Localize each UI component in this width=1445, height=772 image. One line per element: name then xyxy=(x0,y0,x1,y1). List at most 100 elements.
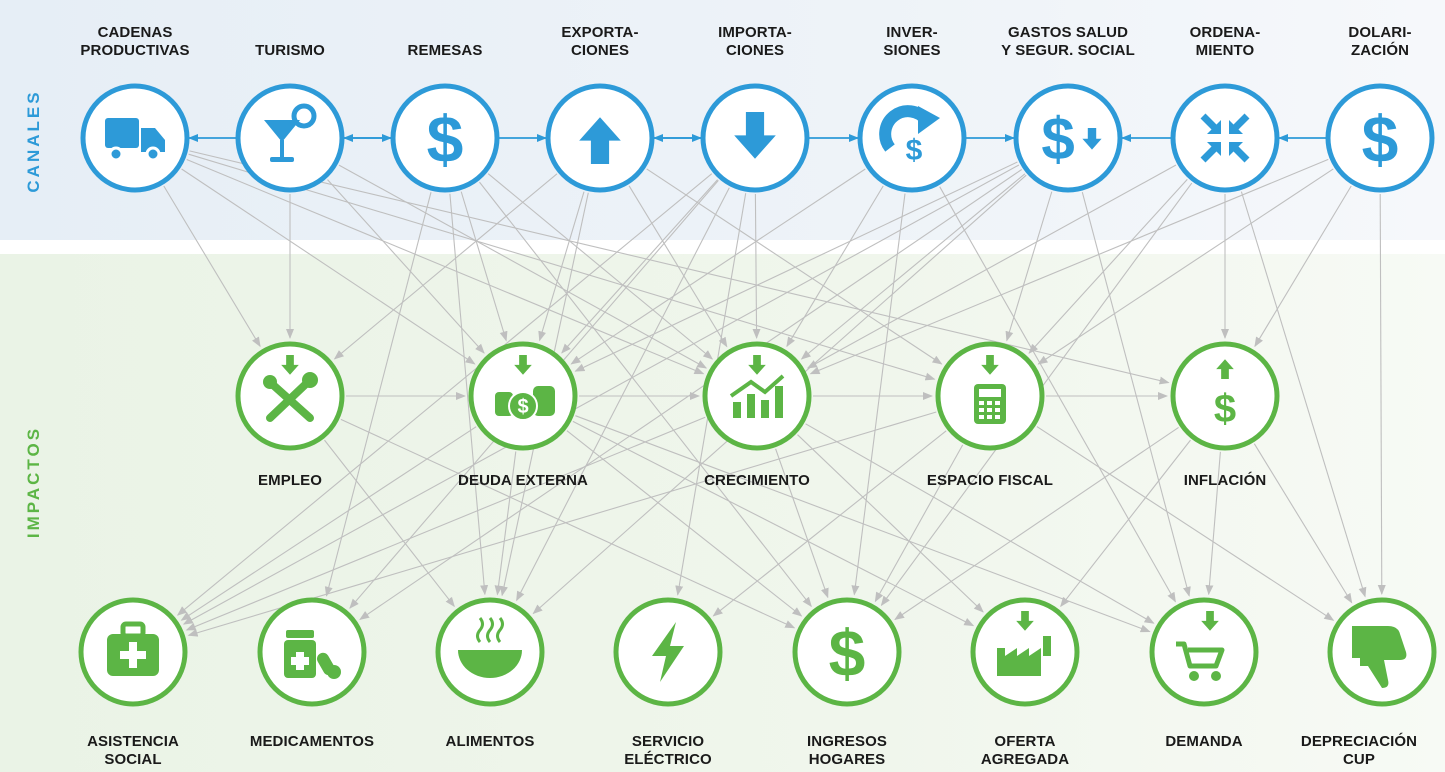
node-depreciacion xyxy=(1327,597,1437,707)
node-cadenas xyxy=(80,83,190,193)
link-exportaciones-to-fiscal xyxy=(646,168,943,365)
svg-text:$: $ xyxy=(1041,106,1074,173)
node-circle-dolarizacion xyxy=(1325,83,1435,193)
cocktail-icon xyxy=(264,103,317,162)
link-inflacion-to-depreciacion xyxy=(1253,443,1353,604)
link-fiscal-to-electrico xyxy=(712,430,947,617)
node-circle-crecimiento xyxy=(702,341,812,451)
label-crecimiento: CRECIMIENTO xyxy=(704,472,810,489)
link-inversiones-to-demanda xyxy=(939,186,1176,603)
links-layer xyxy=(163,134,1386,637)
link-ordenamiento-to-depreciacion xyxy=(1240,191,1367,598)
svg-text:$: $ xyxy=(829,616,866,690)
label-inversiones: INVER- SIONES xyxy=(883,24,941,59)
link-deuda-to-ingresos xyxy=(566,430,803,617)
link-exportaciones-to-crecimiento xyxy=(628,185,728,348)
node-dolarizacion: $ xyxy=(1325,83,1435,193)
svg-text:$: $ xyxy=(906,134,923,167)
node-circle-ingresos xyxy=(792,597,902,707)
label-gastos: GASTOS SALUD Y SEGUR. SOCIAL xyxy=(1001,24,1135,59)
link-fiscal-to-depreciacion xyxy=(1036,426,1335,621)
node-electrico xyxy=(613,597,723,707)
link-importaciones-to-crecimiento xyxy=(752,193,761,339)
node-inversiones: $ xyxy=(857,83,967,193)
link-crecimiento-to-demanda xyxy=(805,423,1155,624)
link-exportaciones-to-empleo xyxy=(333,173,558,360)
label-demanda: DEMANDA xyxy=(1165,733,1243,750)
link-turismo-to-deuda xyxy=(327,179,485,354)
bowl-icon xyxy=(458,617,522,678)
link-gastos-to-deuda xyxy=(574,161,1018,372)
dollar-icon: $ xyxy=(1362,102,1399,176)
label-importaciones: IMPORTA- CIONES xyxy=(718,24,792,59)
link-importaciones-to-deuda xyxy=(561,179,719,354)
label-deuda: DEUDA EXTERNA xyxy=(458,472,588,489)
link-gastos-to-fiscal xyxy=(1005,191,1053,342)
link-importaciones-to-alimentos xyxy=(516,187,730,602)
dollar-down-icon: $ xyxy=(1041,106,1102,173)
node-gastos: $ xyxy=(1013,83,1123,193)
link-dolarizacion-to-depreciacion xyxy=(1377,193,1386,595)
link-cadenas-to-empleo xyxy=(163,185,261,348)
node-importaciones xyxy=(700,83,810,193)
label-alimentos: ALIMENTOS xyxy=(445,733,535,750)
link-deuda-to-demanda xyxy=(575,415,1151,633)
nodes-layer: $ $ $ $ $ $ $ xyxy=(78,83,1437,707)
pills-icon xyxy=(284,630,341,679)
node-circle-inflacion xyxy=(1170,341,1280,451)
node-crecimiento xyxy=(702,341,812,451)
node-circle-ordenamiento xyxy=(1170,83,1280,193)
link-inflacion-to-demanda xyxy=(1205,451,1221,596)
link-inversiones-to-deuda xyxy=(570,168,866,365)
link-inversiones-to-ingresos xyxy=(851,193,906,596)
label-dolarizacion: DOLARI- ZACIÓN xyxy=(1348,24,1412,59)
node-ordenamiento xyxy=(1170,83,1280,193)
link-cadenas-to-inflacion xyxy=(189,150,1170,385)
dollar-icon: $ xyxy=(427,102,464,176)
link-gastos-to-medicamentos xyxy=(359,169,1023,620)
node-exportaciones xyxy=(545,83,655,193)
node-alimentos xyxy=(435,597,545,707)
link-deuda-to-asistencia xyxy=(180,426,477,621)
node-medicamentos xyxy=(257,597,367,707)
lightning-icon xyxy=(652,622,684,682)
link-gastos-to-demanda xyxy=(1081,191,1191,597)
node-remesas: $ xyxy=(390,83,500,193)
link-crecimiento-to-ingresos xyxy=(775,448,829,599)
label-turismo: TURISMO xyxy=(255,42,325,59)
label-ordenamiento: ORDENA- MIENTO xyxy=(1189,24,1261,59)
dollar-icon: $ xyxy=(829,616,866,690)
link-exportaciones-to-deuda xyxy=(538,191,585,342)
factory-icon xyxy=(997,611,1051,676)
svg-text:$: $ xyxy=(1362,102,1399,176)
node-inflacion: $ xyxy=(1170,341,1280,451)
link-remesas-to-deuda xyxy=(460,191,508,342)
label-inflacion: INFLACIÓN xyxy=(1183,472,1267,489)
link-gastos-to-asistencia xyxy=(182,164,1020,625)
thumb-down-icon xyxy=(1352,626,1407,688)
link-crecimiento-to-oferta xyxy=(797,434,984,613)
label-fiscal: ESPACIO FISCAL xyxy=(926,472,1054,489)
link-crecimiento-to-asistencia xyxy=(185,416,706,631)
link-dolarizacion-to-inflacion xyxy=(1254,185,1352,348)
node-empleo xyxy=(235,341,345,451)
label-remesas: REMESAS xyxy=(407,42,483,59)
link-importaciones-to-asistencia xyxy=(176,173,713,616)
link-inflacion-to-ingresos xyxy=(894,426,1179,621)
node-circle-gastos xyxy=(1013,83,1123,193)
link-ordenamiento-to-fiscal xyxy=(1028,179,1188,354)
node-fiscal xyxy=(935,341,1045,451)
label-depreciacion: DEPRECIACIÓN CUP xyxy=(1300,733,1418,768)
truck-icon xyxy=(105,118,165,162)
link-deuda-to-oferta xyxy=(572,420,975,627)
label-ingresos: INGRESOS HOGARES xyxy=(807,733,887,768)
link-remesas-to-medicamentos xyxy=(324,192,432,597)
node-turismo xyxy=(235,83,345,193)
node-circle-remesas xyxy=(390,83,500,193)
label-empleo: EMPLEO xyxy=(258,472,322,489)
label-asistencia: ASISTENCIA SOCIAL xyxy=(87,733,179,768)
svg-text:$: $ xyxy=(427,102,464,176)
node-deuda: $ xyxy=(468,341,578,451)
node-oferta xyxy=(970,597,1080,707)
link-deuda-to-alimentos xyxy=(494,451,517,596)
